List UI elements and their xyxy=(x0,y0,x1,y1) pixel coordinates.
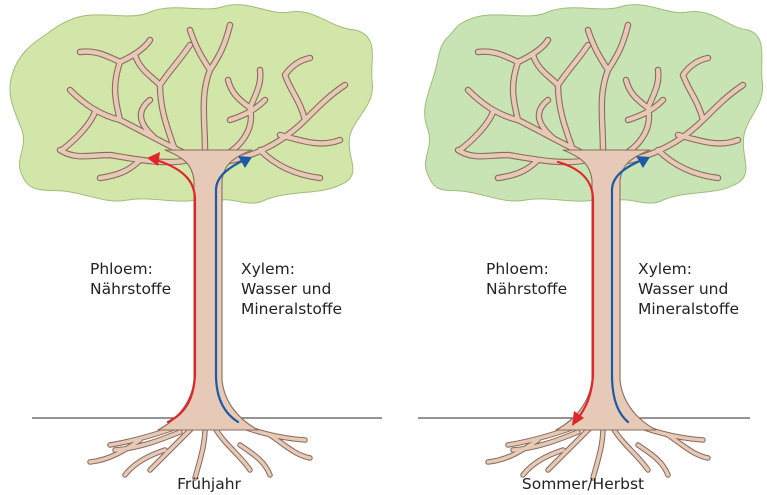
xylem-label-spring: Xylem: Wasser und Mineralstoffe xyxy=(241,260,342,318)
phloem-label-summer-autumn: Phloem: Nährstoffe xyxy=(486,260,567,298)
tree-spring: Phloem: Nährstoffe Xylem: Wasser und Min… xyxy=(10,5,373,493)
tree-summer-autumn: Phloem: Nährstoffe Xylem: Wasser und Min… xyxy=(425,5,763,493)
caption-spring: Frühjahr xyxy=(177,475,241,493)
caption-summer-autumn: Sommer/Herbst xyxy=(522,475,644,493)
xylem-label-summer-autumn: Xylem: Wasser und Mineralstoffe xyxy=(638,260,739,318)
phloem-label-spring: Phloem: Nährstoffe xyxy=(90,260,171,298)
